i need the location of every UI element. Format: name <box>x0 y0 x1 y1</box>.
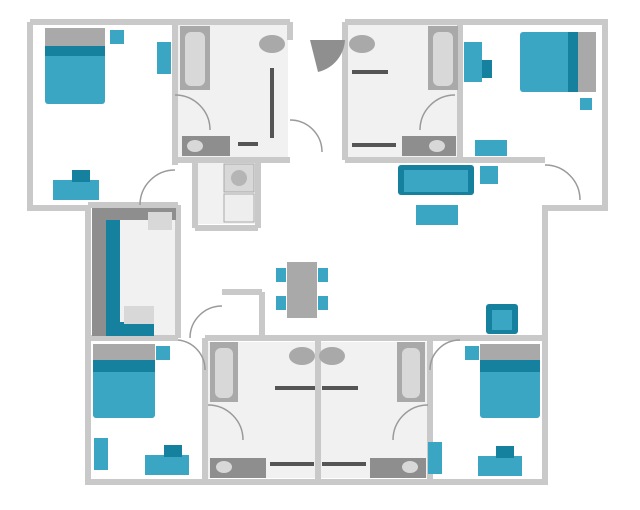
plan-shape <box>72 170 90 182</box>
desk <box>464 42 482 82</box>
plan-shape <box>404 170 468 192</box>
bath-bottom-right <box>319 342 426 478</box>
plan-shape <box>106 220 154 336</box>
bath-top-right <box>349 26 458 156</box>
plan-shape <box>345 19 608 338</box>
plan-shape <box>156 346 170 360</box>
nightstand <box>580 98 592 110</box>
desk <box>53 180 99 200</box>
plan-shape <box>322 386 358 390</box>
nightstand <box>110 30 124 44</box>
bedroom-top-right <box>464 32 596 156</box>
plan-shape <box>465 346 479 360</box>
toilet <box>349 35 375 53</box>
bath-bottom-left <box>210 342 315 478</box>
plan-shape <box>185 32 205 86</box>
sink <box>187 140 203 152</box>
closet-rail <box>270 68 274 138</box>
plan-shape <box>276 296 286 310</box>
plan-shape <box>578 32 596 92</box>
plan-shape <box>275 386 315 390</box>
plan-shape <box>322 462 366 466</box>
plan-shape <box>215 348 233 398</box>
plan-shape <box>139 169 176 206</box>
plan-shape <box>496 446 514 458</box>
plan-shape <box>270 462 314 466</box>
bath-top-left <box>180 26 285 156</box>
plan-shape <box>189 305 223 339</box>
plan-shape <box>482 60 492 78</box>
entry-door[interactable] <box>310 40 345 72</box>
plan-shape <box>93 360 155 372</box>
bedroom-bottom-left <box>93 344 189 475</box>
doors <box>139 94 581 441</box>
plan-shape <box>392 404 429 441</box>
dresser <box>475 140 507 156</box>
plan-shape <box>480 360 540 372</box>
plan-shape <box>45 46 105 56</box>
plan-shape <box>238 142 258 146</box>
plan-shape <box>45 28 105 46</box>
kitchen-sink <box>148 212 172 230</box>
plan-shape <box>480 344 540 360</box>
plan-shape <box>177 339 206 371</box>
plan-shape <box>352 143 396 147</box>
plan-shape <box>318 296 328 310</box>
plan-shape <box>93 344 155 360</box>
bedroom-top-left <box>45 28 171 200</box>
plan-shape <box>402 348 420 398</box>
plan-shape <box>419 94 456 131</box>
bedroom-bottom-right <box>428 344 540 476</box>
plan-shape <box>174 94 211 131</box>
laundry <box>223 163 255 223</box>
sink <box>402 461 418 473</box>
desk <box>478 456 522 476</box>
plan-shape <box>276 268 286 282</box>
kitchen <box>92 208 176 336</box>
toilet <box>289 347 315 365</box>
plan-shape <box>92 208 176 336</box>
plan-shape <box>433 32 453 86</box>
sink <box>429 140 445 152</box>
side-table <box>480 166 498 184</box>
plan-shape <box>207 404 244 441</box>
walls <box>27 19 608 485</box>
dresser <box>157 42 171 74</box>
toilet <box>319 347 345 365</box>
coffee-table <box>416 205 458 225</box>
plan-shape <box>289 119 323 153</box>
plan-shape <box>568 32 578 92</box>
living-area <box>276 165 518 334</box>
stove <box>124 306 154 324</box>
plan-shape <box>492 310 512 330</box>
plan-shape <box>429 339 461 371</box>
sink <box>216 461 232 473</box>
dresser <box>428 442 442 474</box>
dryer <box>223 193 255 223</box>
desk <box>145 455 189 475</box>
plan-shape <box>231 170 247 186</box>
dining-table <box>287 262 317 318</box>
plan-shape <box>318 268 328 282</box>
plan-shape <box>352 70 388 74</box>
dresser <box>94 438 108 470</box>
plan-shape <box>164 445 182 457</box>
plan-shape <box>544 164 581 201</box>
toilet <box>259 35 285 53</box>
